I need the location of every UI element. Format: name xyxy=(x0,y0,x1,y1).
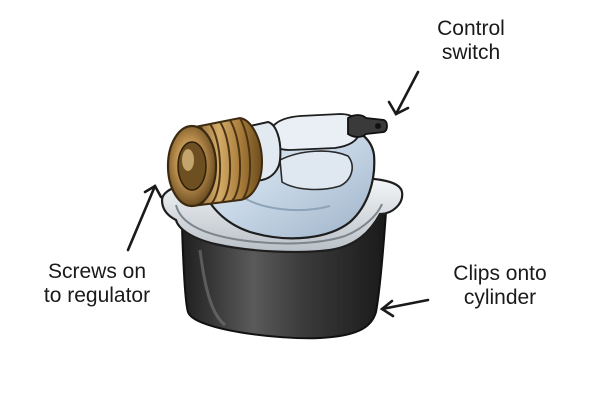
screws-on-label-line1: Screws on xyxy=(47,260,147,283)
brass-fitting xyxy=(166,116,282,208)
arrow-control-switch xyxy=(387,70,420,116)
screws-on-label: Screws on to regulator xyxy=(22,260,172,308)
arrow-screws-on xyxy=(126,184,163,252)
control-switch-label-line1: Control xyxy=(437,17,505,40)
control-switch-label-line2: switch xyxy=(441,41,501,64)
clips-onto-label-line2: cylinder xyxy=(463,286,537,309)
clips-onto-label-line1: Clips onto xyxy=(453,262,547,285)
clips-onto-label: Clips onto cylinder xyxy=(425,262,575,310)
control-switch-tab xyxy=(347,114,388,138)
screws-on-label-line2: to regulator xyxy=(43,284,151,307)
arrow-clips-onto xyxy=(379,298,430,318)
control-switch-label: Control switch xyxy=(416,17,526,65)
